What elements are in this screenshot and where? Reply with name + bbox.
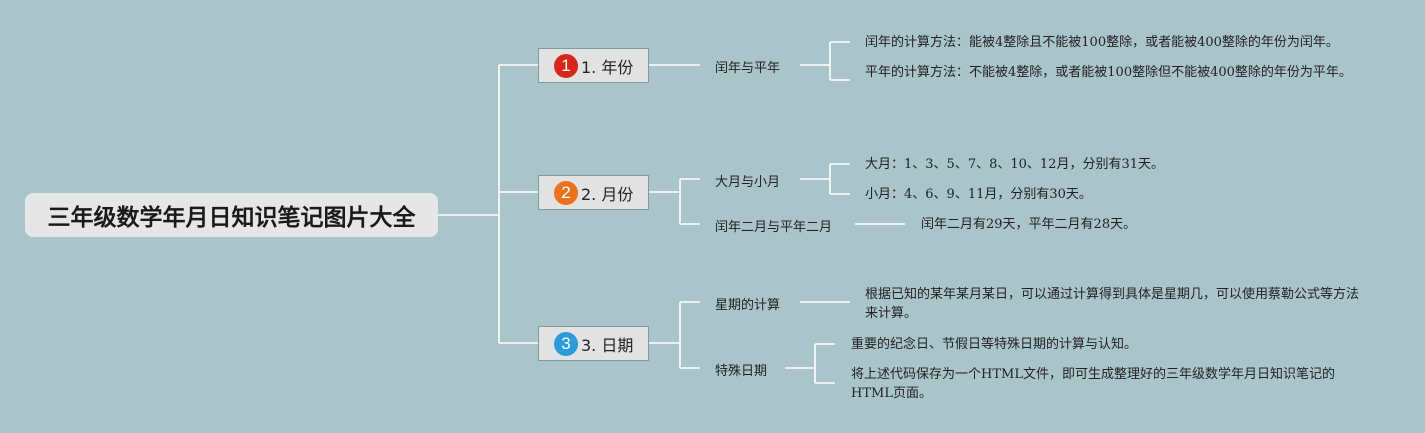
number-badge-icon: 3: [554, 331, 578, 356]
branch-label: 2. 月份: [581, 184, 634, 204]
branch-label: 1. 年份: [581, 57, 634, 77]
sub-node-february[interactable]: 闰年二月与平年二月: [715, 220, 833, 235]
number-badge-icon: 2: [554, 180, 578, 205]
sub-node-leap-year[interactable]: 闰年与平年: [715, 61, 781, 76]
number-badge-icon: 1: [554, 53, 578, 78]
leaf-note: 平年的计算方法：不能被4整除，或者能被100整除但不能被400整除的年份为平年。: [865, 65, 1352, 80]
root-node[interactable]: 三年级数学年月日知识笔记图片大全: [25, 193, 438, 237]
leaf-note: 将上述代码保存为一个HTML文件，即可生成整理好的三年级数学年月日知识笔记的HT…: [851, 367, 1335, 401]
leaf-note: 闰年的计算方法：能被4整除且不能被100整除，或者能被400整除的年份为闰年。: [865, 35, 1339, 50]
leaf-note: 大月：1、3、5、7、8、10、12月，分别有31天。: [865, 157, 1164, 172]
leaf-note: 闰年二月有29天，平年二月有28天。: [921, 217, 1137, 232]
branch-label: 3. 日期: [581, 335, 634, 355]
leaf-note: 重要的纪念日、节假日等特殊日期的计算与认知。: [851, 337, 1138, 352]
sub-node-big-small-month[interactable]: 大月与小月: [715, 175, 781, 190]
branch-node-month[interactable]: 2 2. 月份: [538, 175, 649, 210]
branch-node-year[interactable]: 1 1. 年份: [538, 48, 649, 83]
sub-node-weekday[interactable]: 星期的计算: [715, 298, 781, 313]
sub-node-special-date[interactable]: 特殊日期: [715, 364, 768, 379]
branch-node-date[interactable]: 3 3. 日期: [538, 326, 649, 361]
leaf-note: 根据已知的某年某月某日，可以通过计算得到具体是星期几，可以使用蔡勒公式等方法来计…: [865, 287, 1360, 321]
leaf-note: 小月：4、6、9、11月，分别有30天。: [865, 187, 1092, 202]
